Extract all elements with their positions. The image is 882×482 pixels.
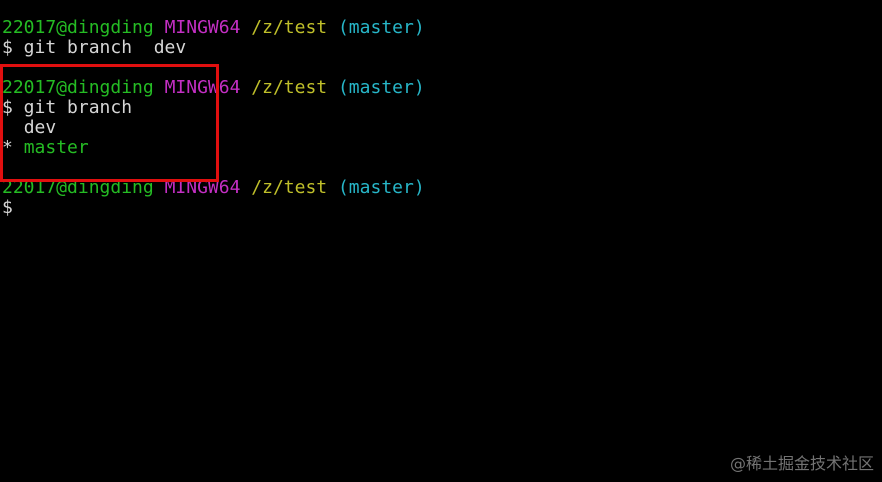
prompt-path: /z/test bbox=[251, 177, 328, 198]
prompt-line: 22017@dingding MINGW64 /z/test (master) bbox=[2, 178, 882, 198]
command-input-line[interactable]: $ bbox=[2, 197, 13, 218]
prompt-line: 22017@dingding MINGW64 /z/test (master) bbox=[2, 18, 882, 38]
command-line: $ git branch dev bbox=[2, 37, 187, 58]
branch-list-item: dev bbox=[2, 118, 882, 138]
prompt-branch: (master) bbox=[337, 177, 425, 198]
prompt-user: 22017@dingding bbox=[2, 177, 154, 198]
branch-name: dev bbox=[23, 117, 57, 138]
prompt-branch: (master) bbox=[337, 77, 425, 98]
command-line: $ git branch bbox=[2, 97, 133, 118]
prompt-path: /z/test bbox=[251, 17, 328, 38]
watermark: @稀土掘金技术社区 bbox=[729, 454, 874, 473]
terminal-output: 22017@dingding MINGW64 /z/test (master) … bbox=[2, 18, 882, 218]
branch-marker: * bbox=[2, 137, 13, 158]
prompt-user: 22017@dingding bbox=[2, 17, 154, 38]
prompt-user: 22017@dingding bbox=[2, 77, 154, 98]
branch-list-item-current: * master bbox=[2, 138, 882, 158]
prompt-host: MINGW64 bbox=[164, 77, 241, 98]
branch-name: master bbox=[23, 137, 89, 158]
branch-marker bbox=[2, 117, 13, 138]
blank-line bbox=[2, 58, 882, 78]
blank-line bbox=[2, 158, 882, 178]
prompt-host: MINGW64 bbox=[164, 17, 241, 38]
prompt-host: MINGW64 bbox=[164, 177, 241, 198]
prompt-branch: (master) bbox=[337, 17, 425, 38]
prompt-path: /z/test bbox=[251, 77, 328, 98]
prompt-line: 22017@dingding MINGW64 /z/test (master) bbox=[2, 78, 882, 98]
